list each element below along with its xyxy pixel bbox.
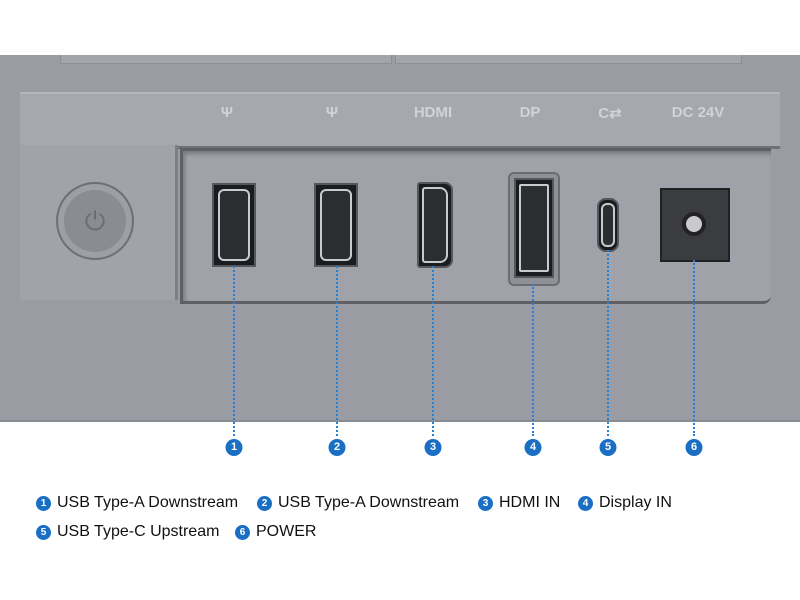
legend-label: HDMI IN <box>499 494 561 511</box>
usb-a-port-2 <box>314 183 358 267</box>
dc-power-jack <box>660 188 730 262</box>
legend-item-3: 3 HDMI IN <box>478 494 560 512</box>
legend-label: Display IN <box>599 494 672 511</box>
legend-badge: 3 <box>478 495 493 511</box>
legend-label: USB Type-A Downstream <box>278 494 460 511</box>
callout-number-5: 5 <box>599 439 617 456</box>
hdmi-label: HDMI <box>413 104 453 121</box>
usb-c-port <box>597 198 619 252</box>
callout-number-6: 6 <box>685 439 703 456</box>
callout-number-2: 2 <box>328 439 346 456</box>
callout-number-3: 3 <box>424 439 442 456</box>
legend-item-1: 1 USB Type-A Downstream <box>36 494 238 512</box>
power-button[interactable]: ⏻ <box>56 182 134 260</box>
power-icon: ⏻ <box>84 206 106 236</box>
hdmi-port <box>417 182 453 268</box>
port-label-bar <box>20 92 780 149</box>
callout-number-1: 1 <box>225 439 243 456</box>
legend-item-2: 2 USB Type-A Downstream <box>257 494 459 512</box>
legend-badge: 6 <box>235 524 250 540</box>
legend-item-4: 4 Display IN <box>578 494 672 512</box>
usbc-label: C⇄ <box>598 105 622 122</box>
callout-number-4: 4 <box>524 439 542 456</box>
legend-badge: 1 <box>36 495 51 511</box>
legend-label: USB Type-C Upstream <box>57 523 220 540</box>
panel-seam <box>395 55 742 64</box>
callout-line-4 <box>532 284 534 436</box>
callout-line-2 <box>336 266 338 436</box>
callout-line-3 <box>432 266 434 436</box>
legend-item-6: 6 POWER <box>235 523 316 541</box>
usb-label-2: Ψ <box>325 104 339 121</box>
callout-line-6 <box>693 260 695 436</box>
callout-line-5 <box>607 250 609 436</box>
legend-item-5: 5 USB Type-C Upstream <box>36 523 219 541</box>
callout-line-1 <box>233 266 235 436</box>
legend-badge: 4 <box>578 495 593 511</box>
legend-badge: 2 <box>257 495 272 511</box>
legend-label: POWER <box>256 523 317 540</box>
legend-badge: 5 <box>36 524 51 540</box>
displayport-port <box>514 178 554 278</box>
legend-label: USB Type-A Downstream <box>57 494 239 511</box>
usb-a-port-1 <box>212 183 256 267</box>
usb-label-1: Ψ <box>220 104 234 121</box>
dc-label: DC 24V <box>671 104 725 121</box>
panel-seam <box>60 55 392 64</box>
dp-label: DP <box>519 104 541 121</box>
